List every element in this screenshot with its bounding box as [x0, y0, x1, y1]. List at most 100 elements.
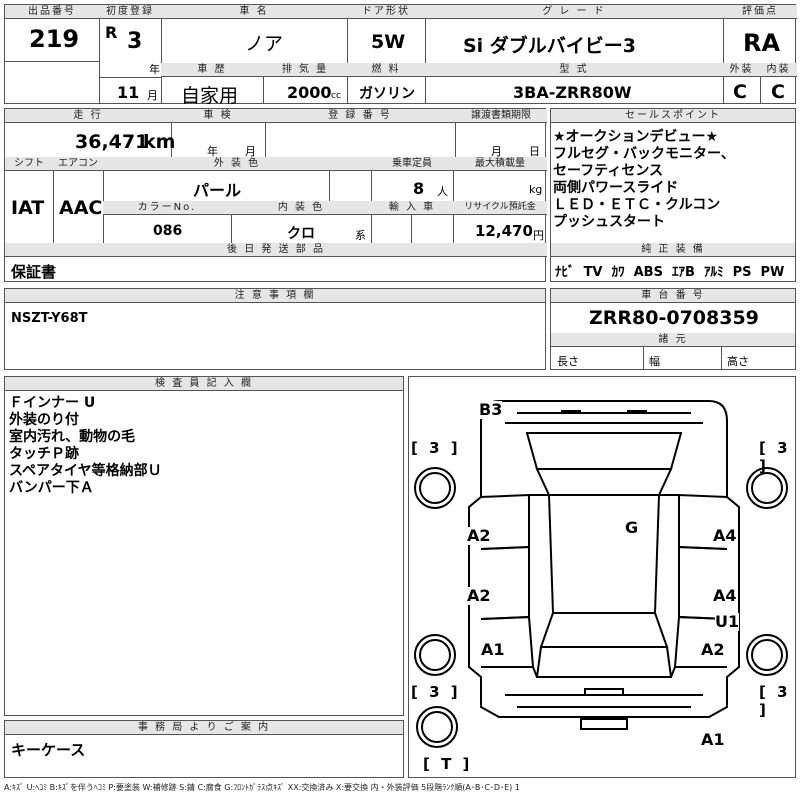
inspector-line: Ｆインナー U [9, 395, 96, 411]
inspector-label: 検 査 員 記 入 欄 [5, 377, 403, 391]
mileage-value: 36,471 [75, 131, 149, 153]
name-value: ノア [245, 33, 284, 55]
chassis-section: 車 台 番 号 ZRR80-0708359 諸 元 長さ 幅 高さ [550, 288, 796, 370]
ac-value: AAC [59, 197, 103, 219]
history-value: 自家用 [181, 85, 239, 107]
transfer-day-unit: 日 [529, 145, 540, 158]
sales-point-line: セーフティセンス [553, 163, 664, 179]
reg-no-label: 登 録 番 号 [265, 109, 455, 123]
color-label: 外 装 色 [103, 157, 371, 171]
ext-label: 外装 [723, 63, 760, 77]
inspector-section: 検 査 員 記 入 欄 Ｆインナー U 外装のり付 室内汚れ、動物の毛 タッチＰ… [4, 376, 404, 716]
notes-value: NSZT-Y68T [11, 311, 88, 326]
tire-top-right: [ 3 ] [759, 439, 791, 475]
month-unit: 月 [147, 89, 158, 102]
equipment-item: PS [732, 265, 752, 280]
ext-value: C [733, 81, 747, 103]
capacity-label: 乗車定員 [371, 157, 453, 171]
first-reg-label: 初度登録 [99, 5, 161, 19]
int-color-unit: 系 [355, 229, 366, 242]
displacement-label: 排 気 量 [263, 63, 347, 77]
sales-point-line: フルセグ・バックモニター、 [553, 146, 735, 162]
import-label: 輸 入 車 [371, 201, 453, 215]
office-section: 事 務 局 よ り ご 案 内 キーケース [4, 720, 404, 778]
damage-mark-a4-right-lower: A4 [713, 586, 737, 605]
sales-point-line: 両側パワースライド [553, 180, 679, 196]
inspector-line: 室内汚れ、動物の毛 [9, 429, 136, 445]
int-color-label: 内 装 色 [231, 201, 371, 215]
mileage-label: 走 行 [5, 109, 171, 123]
equipment-item: PW [760, 265, 785, 280]
header-section: 出品番号 219 初度登録 R 3 年 11 月 車 名 ノア ドア形状 5W … [4, 4, 797, 107]
grade-label: グ レ ー ド [425, 5, 723, 19]
inspector-line: 外装のり付 [9, 412, 79, 428]
tire-top-left: [ 3 ] [411, 439, 461, 457]
insp-month-unit: 月 [245, 145, 256, 158]
inspector-line: タッチＰ跡 [9, 446, 79, 462]
damage-diagram: B3 G A2 A2 A4 A4 U1 A1 A2 A1 [ 3 ] [ 3 ]… [408, 376, 796, 778]
ac-label: エアコン [53, 157, 103, 171]
equipment-label: 純 正 装 備 [551, 243, 795, 257]
damage-mark-a2-left-upper: A2 [467, 526, 491, 545]
shift-value: IAT [11, 197, 45, 219]
name-label: 車 名 [161, 5, 347, 19]
length-label: 長さ [557, 355, 579, 368]
damage-mark-a1-bottom: A1 [701, 730, 725, 749]
capacity-value: 8 [413, 179, 425, 198]
lot-label: 出品番号 [5, 5, 99, 19]
recycle-value: 12,470 [475, 222, 533, 240]
displacement-unit: cc [331, 91, 341, 101]
door-value: 5W [371, 31, 406, 53]
details-section: 走 行 車 検 登 録 番 号 譲渡書類期限 36,471 km 年 月 月 日… [4, 108, 547, 282]
notes-section: 注 意 事 項 欄 NSZT-Y68T [4, 288, 546, 370]
sales-points-section: セールスポイント ★オークションデビュー★ フルセグ・バックモニター、 セーフテ… [550, 108, 796, 282]
height-label: 高さ [727, 355, 749, 368]
recycle-unit: 円 [533, 229, 544, 242]
transfer-label: 譲渡書類期限 [455, 109, 547, 123]
insp-year-unit: 年 [207, 145, 218, 158]
equipment-item: ｶﾜ [611, 265, 625, 280]
width-label: 幅 [649, 355, 660, 368]
grade-value: Si ダブルバイビー3 [463, 35, 637, 57]
inspector-line: バンパー下Ａ [9, 480, 94, 496]
sales-point-line: ★オークションデビュー★ [553, 129, 719, 145]
model-label: 型 式 [425, 63, 723, 77]
delivery-value: 保証書 [11, 263, 57, 281]
model-value: 3BA-ZRR80W [513, 83, 632, 102]
notes-label: 注 意 事 項 欄 [5, 289, 545, 303]
era-value: R [105, 23, 118, 42]
color-no-label: カラーNo. [103, 201, 231, 215]
legend: A:ｷｽﾞ U:ﾍｺﾐ B:ｷｽﾞを伴うﾍｺﾐ P:要塗装 W:補修跡 S:錆 … [4, 783, 520, 792]
door-label: ドア形状 [347, 5, 425, 19]
shift-label: シフト [5, 157, 53, 171]
load-unit: kg [529, 183, 543, 196]
damage-mark-a2-right: A2 [701, 640, 725, 659]
month-value: 11 [117, 83, 140, 102]
equipment-item: ABS [633, 265, 663, 280]
score-value: RA [743, 29, 781, 57]
damage-mark-a1-left: A1 [481, 640, 505, 659]
int-value: C [771, 81, 785, 103]
sales-point-line: ＬＥＤ・ＥＴＣ・クルコン [553, 197, 721, 213]
damage-mark-a4-right-upper: A4 [713, 526, 737, 545]
lot-value: 219 [29, 25, 80, 53]
sales-points-list: ★オークションデビュー★ フルセグ・バックモニター、 セーフティセンス 両側パワ… [553, 129, 735, 231]
equipment-item: TV [583, 265, 603, 280]
inspection-label: 車 検 [171, 109, 265, 123]
sales-point-line: プッシュスタート [553, 214, 665, 230]
chassis-label: 車 台 番 号 [551, 289, 795, 303]
fuel-value: ガソリン [359, 86, 415, 102]
sales-points-label: セールスポイント [551, 109, 795, 123]
color-value: パール [193, 181, 242, 200]
equipment-item: ｱﾙﾐ [704, 265, 724, 280]
tire-bottom-right: [ 3 ] [759, 683, 791, 719]
fuel-label: 燃 料 [347, 63, 425, 77]
inspector-list: Ｆインナー U 外装のり付 室内汚れ、動物の毛 タッチＰ跡 スペアタイヤ等格納部… [9, 395, 162, 497]
year-value: 3 [127, 29, 143, 54]
damage-mark-a2-left-lower: A2 [467, 586, 491, 605]
int-label: 内装 [760, 63, 797, 77]
mileage-unit: km [143, 131, 176, 153]
chassis-value: ZRR80-0708359 [589, 307, 759, 329]
equipment-list: ﾅﾋﾞ TV ｶﾜ ABS ｴｱB ｱﾙﾐ PS PW [555, 261, 784, 280]
damage-mark-u1: U1 [715, 612, 740, 631]
